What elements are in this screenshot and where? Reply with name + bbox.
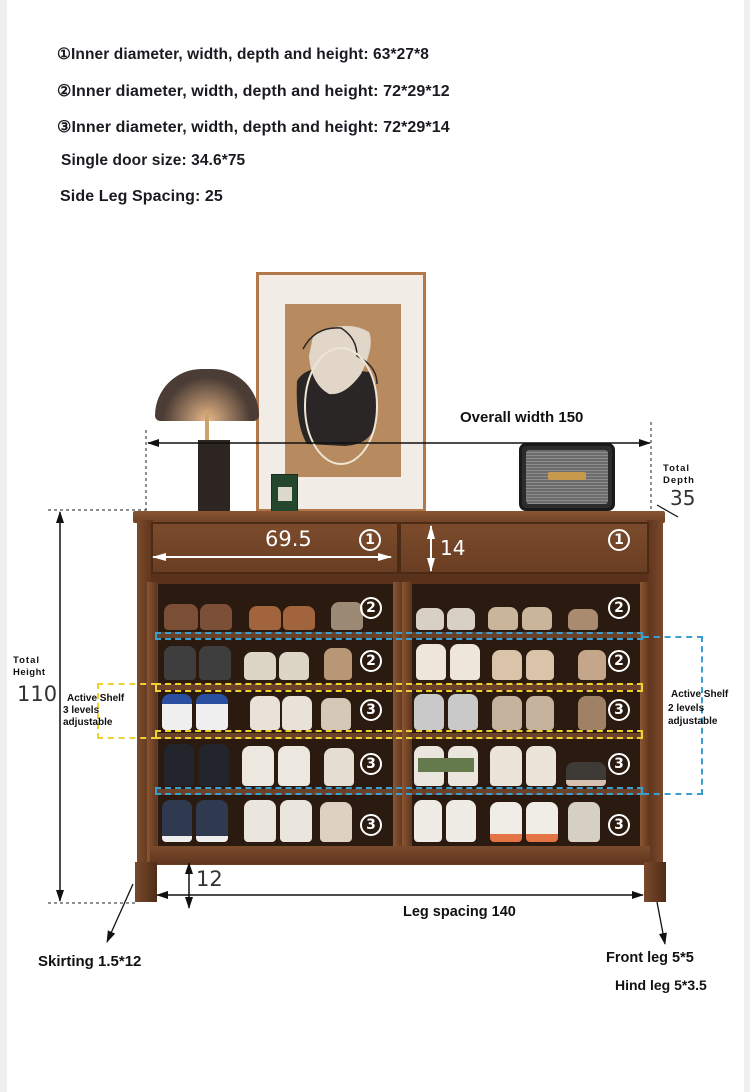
callout-bracket-left [97, 683, 157, 739]
adjustable-shelf-highlight-blue [155, 632, 643, 640]
active-shelf-right-line1: Active Shelf [671, 689, 729, 700]
lamp-stem [205, 410, 209, 442]
active-shelf-right-line2: 2 levels [668, 703, 705, 714]
speaker-grille [526, 450, 608, 504]
cabinet-side-right [647, 520, 663, 865]
drawer-right [399, 522, 649, 574]
active-shelf-left-line1: Active Shelf [67, 693, 125, 704]
total-height-label-line2: Height [13, 667, 46, 678]
cabinet-mid-rail [151, 574, 648, 584]
adjustable-shelf-highlight-yellow [155, 730, 643, 739]
door-left-outer-edge [147, 582, 157, 864]
marker-3: 3 [360, 699, 382, 721]
marker-3: 3 [608, 753, 630, 775]
shelf [410, 789, 642, 795]
overall-width-label: Overall width 150 [460, 409, 584, 426]
total-height-label-line1: Total [13, 655, 40, 666]
spec-compartment-2: ②Inner diameter, width, depth and height… [57, 83, 450, 100]
total-depth-label-line1: Total [663, 463, 690, 474]
lamp-base [198, 440, 230, 514]
marker-2: 2 [608, 597, 630, 619]
candle-jar [271, 474, 298, 512]
page-edge-right [744, 0, 750, 1092]
spec-door-size: Single door size: 34.6*75 [61, 152, 246, 169]
shelf [158, 684, 395, 690]
total-height-value: 110 [17, 682, 58, 706]
shelf [158, 733, 395, 739]
spec-side-leg-spacing: Side Leg Spacing: 25 [60, 188, 223, 205]
door-right-outer-edge [640, 582, 650, 864]
shelf [410, 684, 642, 690]
callout-bracket-right [643, 636, 703, 795]
skirting-label: Skirting 1.5*12 [38, 953, 142, 970]
skirting-height-value: 12 [196, 867, 223, 891]
total-depth-label-line2: Depth [663, 475, 695, 486]
door-left-inner-edge [393, 582, 403, 864]
marker-3: 3 [360, 814, 382, 836]
leg-spacing-label: Leg spacing 140 [403, 904, 516, 920]
spec-compartment-3: ③Inner diameter, width, depth and height… [57, 119, 450, 136]
marker-3: 3 [608, 699, 630, 721]
marker-3: 3 [608, 814, 630, 836]
door-right-inner-edge [402, 582, 412, 864]
marker-2: 2 [360, 650, 382, 672]
cabinet-top [133, 511, 665, 523]
shelf [410, 733, 642, 739]
shelf [410, 632, 642, 638]
active-shelf-left-line2: 3 levels [63, 705, 100, 716]
adjustable-shelf-highlight-blue [155, 787, 643, 795]
cabinet-skirting [150, 846, 650, 864]
marker-1-right: 1 [608, 529, 630, 551]
abstract-art-icon [296, 325, 378, 465]
marker-2: 2 [360, 597, 382, 619]
drawer-left [151, 522, 399, 574]
artwork [285, 304, 401, 477]
drawer-width-value: 69.5 [265, 527, 312, 551]
marker-3: 3 [360, 753, 382, 775]
spec-compartment-1: ①Inner diameter, width, depth and height… [57, 46, 429, 63]
drawer-height-value: 14 [440, 536, 466, 560]
leg-left [135, 862, 157, 902]
active-shelf-left-line3: adjustable [63, 717, 113, 728]
adjustable-shelf-highlight-yellow [155, 683, 643, 692]
shelf [158, 789, 395, 795]
hind-leg-label: Hind leg 5*3.5 [615, 977, 707, 993]
marker-2: 2 [608, 650, 630, 672]
marker-1-left: 1 [359, 529, 381, 551]
leg-right [644, 862, 666, 902]
front-leg-label: Front leg 5*5 [606, 950, 694, 966]
active-shelf-right-line3: adjustable [668, 716, 718, 727]
shelf [158, 632, 395, 638]
total-depth-value: 35 [670, 486, 696, 510]
page-edge-left [0, 0, 7, 1092]
